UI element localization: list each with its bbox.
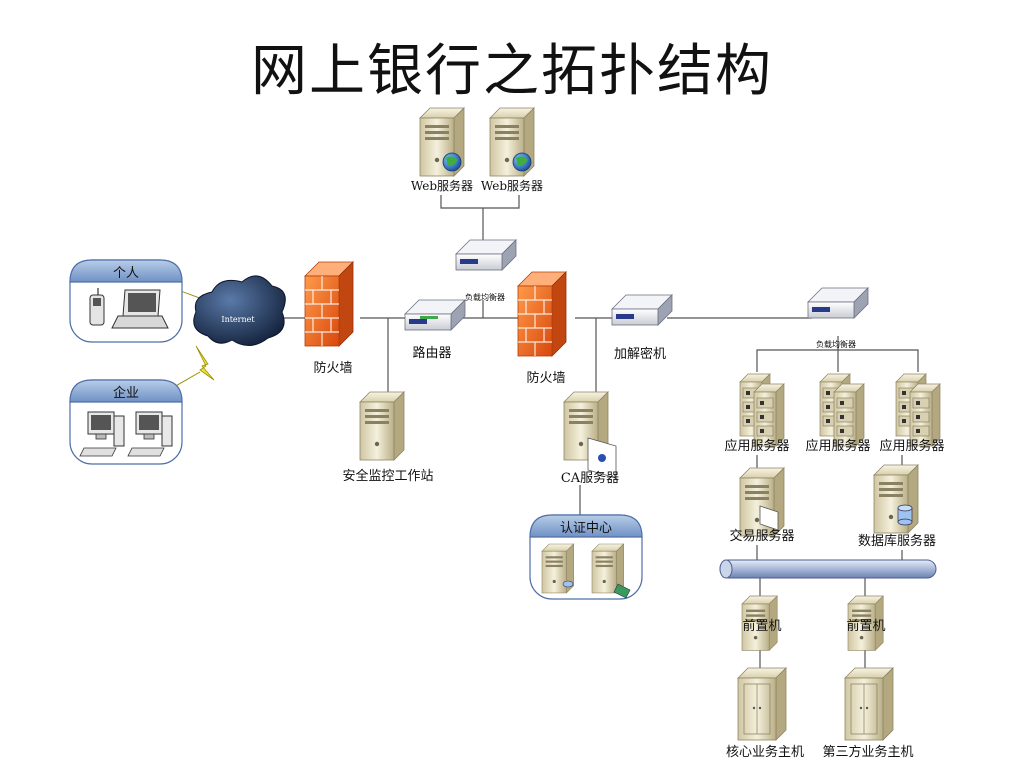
mobile-phone-icon xyxy=(89,288,105,326)
trade-server: 交易服务器 xyxy=(729,467,795,544)
auth-center-label: 认证中心 xyxy=(560,521,612,536)
app-server-1-label: 应用服务器 xyxy=(724,438,789,454)
ca-server-label: CA服务器 xyxy=(561,470,619,486)
web-server-1: Web服务器 xyxy=(411,107,473,193)
firewall-middle: 防火墙 xyxy=(517,271,567,386)
load-balancer-top-label: 负载均衡器 xyxy=(465,292,505,302)
web-server-2-label: Web服务器 xyxy=(481,178,543,193)
encryptor-label: 加解密机 xyxy=(614,346,666,362)
security-monitor-workstation: 安全监控工作站 xyxy=(342,391,434,484)
frontend-2-label: 前置机 xyxy=(846,618,885,634)
firewall-middle-label: 防火墙 xyxy=(526,370,565,386)
load-balancer-right-label: 负载均衡器 xyxy=(816,339,856,349)
app-server-3-label: 应用服务器 xyxy=(879,438,944,454)
core-host-label: 核心业务主机 xyxy=(726,744,804,760)
router: 路由器 xyxy=(404,299,466,361)
security-monitor-label: 安全监控工作站 xyxy=(342,468,433,484)
third-party-business-host: 第三方业务主机 xyxy=(822,667,914,760)
app-server-3: 应用服务器 xyxy=(879,373,945,454)
app-server-2: 应用服务器 xyxy=(805,373,871,454)
group-personal: 个人 xyxy=(69,259,183,343)
firewall-left: 防火墙 xyxy=(304,261,354,376)
web-server-1-label: Web服务器 xyxy=(411,178,473,193)
internet-label: Internet xyxy=(221,315,255,324)
core-business-host: 核心业务主机 xyxy=(726,667,804,760)
web-server-2: Web服务器 xyxy=(481,107,543,193)
frontend-machine-2: 前置机 xyxy=(846,595,886,651)
internet-cloud-icon: Internet xyxy=(193,275,286,346)
db-server-label: 数据库服务器 xyxy=(858,533,936,549)
load-balancer-right: 负载均衡器 xyxy=(807,287,869,349)
trade-server-label: 交易服务器 xyxy=(729,528,794,544)
group-enterprise-label: 企业 xyxy=(113,385,139,401)
document-icon xyxy=(759,505,779,531)
database-server: 数据库服务器 xyxy=(858,464,936,549)
network-bus xyxy=(719,559,937,579)
group-enterprise: 企业 xyxy=(69,379,183,465)
group-personal-label: 个人 xyxy=(113,266,139,281)
app-server-1: 应用服务器 xyxy=(724,373,790,454)
load-balancer-top: 负载均衡器 xyxy=(455,239,517,302)
page-title: 网上银行之拓扑结构 xyxy=(251,39,773,104)
router-label: 路由器 xyxy=(412,345,451,361)
firewall-left-label: 防火墙 xyxy=(313,360,352,376)
frontend-1-label: 前置机 xyxy=(742,618,781,634)
database-icon xyxy=(897,504,913,526)
ca-server: CA服务器 xyxy=(561,391,619,486)
laptop-icon xyxy=(111,289,169,329)
database-icon xyxy=(562,580,574,588)
third-party-host-label: 第三方业务主机 xyxy=(822,744,913,760)
app-server-2-label: 应用服务器 xyxy=(805,438,870,454)
auth-center-group: 认证中心 xyxy=(529,514,643,600)
frontend-machine-1: 前置机 xyxy=(741,595,782,651)
encryption-machine: 加解密机 xyxy=(611,294,673,362)
connection-lines xyxy=(278,195,919,668)
